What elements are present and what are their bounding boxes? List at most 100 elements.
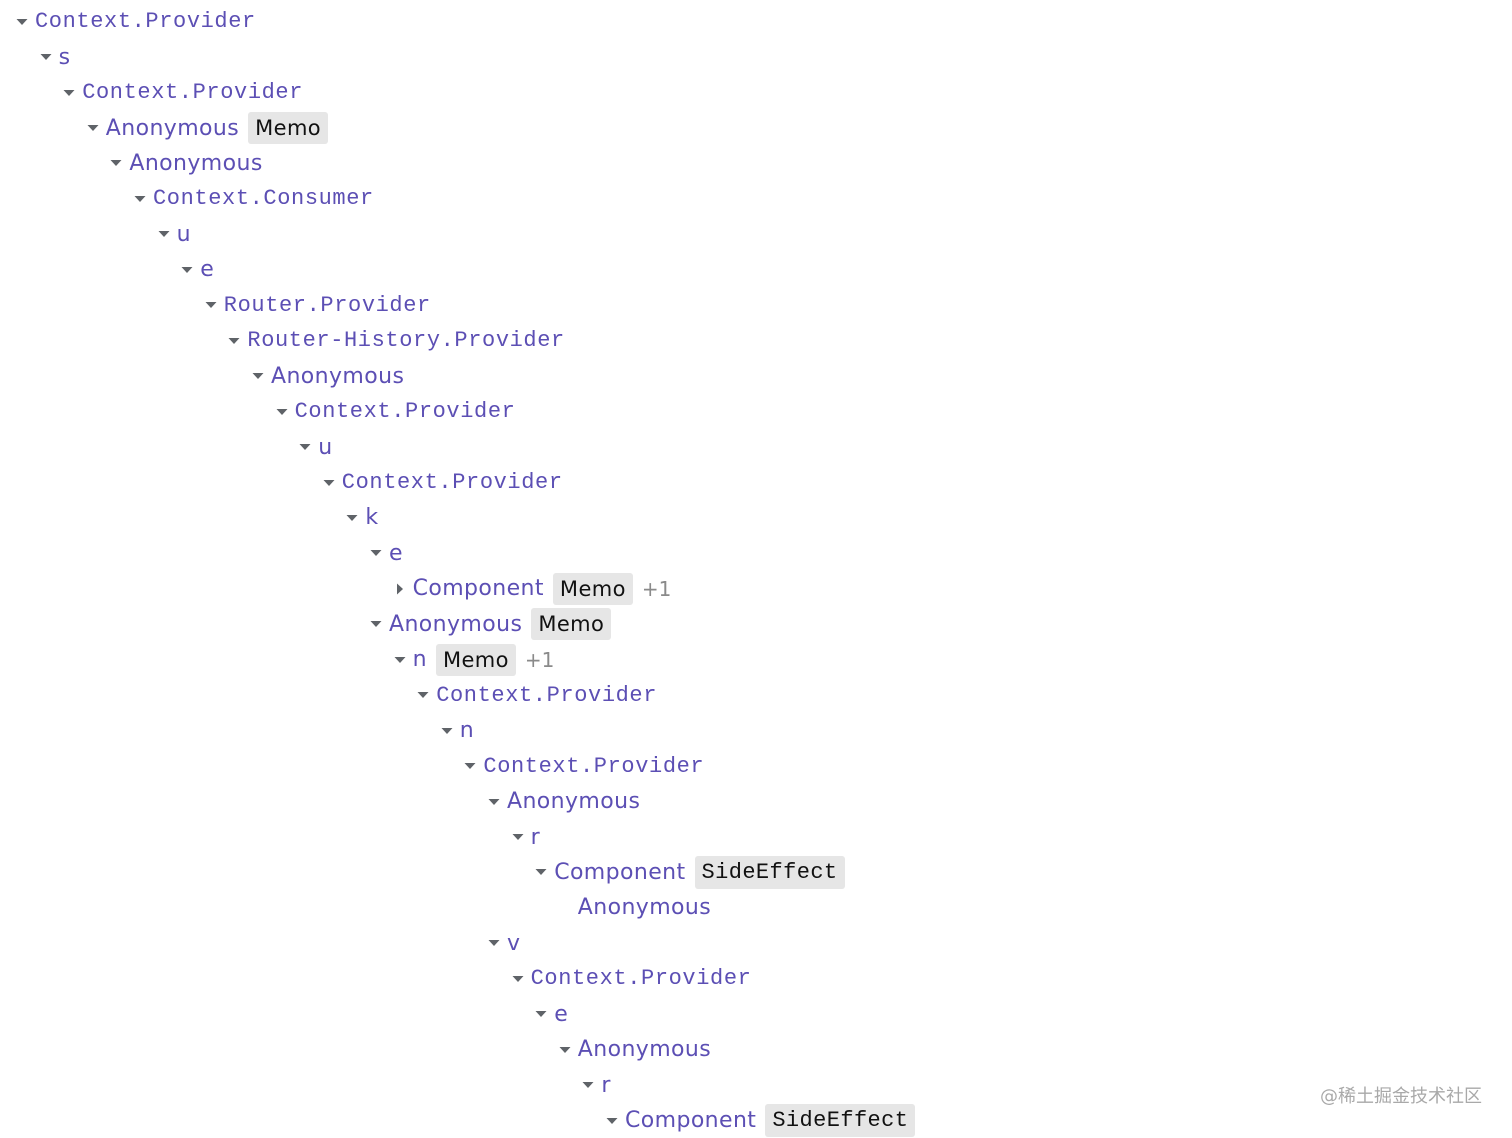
tree-row[interactable]: Anonymous	[483, 784, 640, 819]
caret-down-icon[interactable]	[530, 861, 552, 883]
caret-down-icon[interactable]	[82, 117, 104, 139]
tree-row[interactable]: Context.Consumer	[129, 181, 374, 216]
side-effect-badge: SideEffect	[694, 855, 845, 889]
tree-row[interactable]: u	[294, 429, 332, 464]
caret-down-icon[interactable]	[105, 152, 127, 174]
caret-down-icon[interactable]	[58, 82, 80, 104]
component-name[interactable]: k	[365, 505, 379, 531]
component-name[interactable]: n	[412, 647, 427, 673]
caret-down-icon[interactable]	[294, 436, 316, 458]
component-name[interactable]: Context.Provider	[530, 966, 752, 992]
tree-row[interactable]: e	[530, 997, 568, 1032]
component-name[interactable]: Router-History.Provider	[247, 328, 565, 354]
caret-down-icon[interactable]	[153, 223, 175, 245]
caret-down-icon[interactable]	[35, 46, 57, 68]
caret-down-icon[interactable]	[200, 294, 222, 316]
tree-row[interactable]: Router.Provider	[200, 288, 431, 323]
tree-row[interactable]: Context.Provider	[58, 75, 303, 110]
caret-down-icon[interactable]	[247, 365, 269, 387]
tree-row[interactable]: u	[153, 217, 191, 252]
caret-down-icon[interactable]	[530, 1003, 552, 1025]
component-name[interactable]: Anonymous	[577, 1037, 712, 1063]
tree-row[interactable]: e	[176, 252, 214, 287]
component-name[interactable]: Context.Provider	[35, 9, 256, 35]
component-name[interactable]: r	[601, 1072, 611, 1098]
tree-row[interactable]: Context.Provider	[11, 4, 256, 39]
caret-down-icon[interactable]	[11, 11, 33, 33]
component-name[interactable]: Component	[625, 1108, 757, 1134]
caret-down-icon[interactable]	[365, 542, 387, 564]
caret-down-icon[interactable]	[554, 1039, 576, 1061]
component-name[interactable]: Context.Provider	[436, 682, 658, 708]
tree-row[interactable]: Anonymous	[247, 359, 404, 394]
component-name[interactable]: Anonymous	[129, 150, 263, 176]
tree-row[interactable]: Context.Provider	[459, 748, 704, 783]
component-name[interactable]: Anonymous	[577, 895, 712, 921]
component-name[interactable]: v	[507, 930, 521, 956]
caret-down-icon[interactable]	[271, 401, 293, 423]
tree-row[interactable]: k	[341, 500, 378, 535]
tree-row[interactable]: Anonymous	[554, 890, 711, 925]
tree-row[interactable]: v	[483, 926, 520, 961]
component-name[interactable]: Context.Provider	[82, 80, 304, 106]
tree-row[interactable]: s	[35, 39, 71, 74]
component-name[interactable]: Context.Provider	[341, 470, 563, 496]
component-name[interactable]: r	[530, 824, 541, 850]
component-name[interactable]: e	[389, 540, 403, 566]
component-name[interactable]: n	[459, 718, 475, 744]
component-name[interactable]: Context.Provider	[294, 399, 516, 425]
caret-down-icon[interactable]	[223, 330, 245, 352]
tree-spacer	[554, 897, 576, 919]
tree-row[interactable]: Context.Provider	[271, 394, 516, 429]
caret-down-icon[interactable]	[436, 720, 458, 742]
component-name[interactable]: Anonymous	[507, 789, 641, 815]
caret-down-icon[interactable]	[318, 472, 340, 494]
tree-row[interactable]: Context.Provider	[318, 465, 563, 500]
component-name[interactable]: Anonymous	[105, 115, 240, 141]
component-name[interactable]: e	[554, 1001, 569, 1027]
component-name[interactable]: Context.Consumer	[153, 186, 374, 212]
caret-down-icon[interactable]	[507, 826, 529, 848]
caret-down-icon[interactable]	[483, 791, 505, 813]
tree-row[interactable]: Anonymous	[554, 1032, 711, 1067]
caret-down-icon[interactable]	[176, 259, 198, 281]
tree-row[interactable]: n	[436, 713, 474, 748]
caret-down-icon[interactable]	[365, 613, 387, 635]
caret-down-icon[interactable]	[601, 1110, 623, 1132]
component-name[interactable]: u	[318, 434, 333, 460]
component-name[interactable]: Anonymous	[271, 363, 405, 389]
component-name[interactable]: s	[58, 44, 71, 70]
caret-down-icon[interactable]	[412, 684, 434, 706]
tree-row[interactable]: Context.Provider	[412, 678, 657, 713]
caret-down-icon[interactable]	[483, 932, 505, 954]
tree-row[interactable]: r	[507, 819, 540, 854]
component-name[interactable]: e	[200, 257, 215, 283]
memo-badge: Memo	[435, 643, 516, 676]
caret-down-icon[interactable]	[389, 649, 411, 671]
component-name[interactable]: Anonymous	[389, 611, 523, 637]
tree-row[interactable]: Component SideEffect	[530, 855, 845, 890]
tree-row[interactable]: Router-History.Provider	[223, 323, 564, 358]
caret-right-icon[interactable]	[389, 578, 411, 600]
caret-down-icon[interactable]	[507, 968, 529, 990]
caret-down-icon[interactable]	[129, 188, 151, 210]
caret-down-icon[interactable]	[577, 1074, 599, 1096]
tree-row[interactable]: e	[365, 536, 403, 571]
tree-row[interactable]: Anonymous Memo	[365, 607, 612, 642]
tree-row[interactable]: r	[577, 1068, 610, 1103]
tree-row[interactable]: Context.Provider	[507, 961, 752, 996]
caret-down-icon[interactable]	[459, 755, 481, 777]
component-name[interactable]: Router.Provider	[223, 292, 431, 318]
component-name[interactable]: Context.Provider	[483, 753, 705, 779]
component-name[interactable]: Component	[554, 859, 686, 885]
tree-row[interactable]: Anonymous	[105, 146, 262, 181]
memo-badge: Memo	[531, 608, 612, 641]
caret-down-icon[interactable]	[341, 507, 363, 529]
component-name[interactable]: Component	[412, 576, 544, 602]
extra-hoc-count: +1	[641, 576, 672, 601]
component-name[interactable]: u	[176, 221, 191, 247]
